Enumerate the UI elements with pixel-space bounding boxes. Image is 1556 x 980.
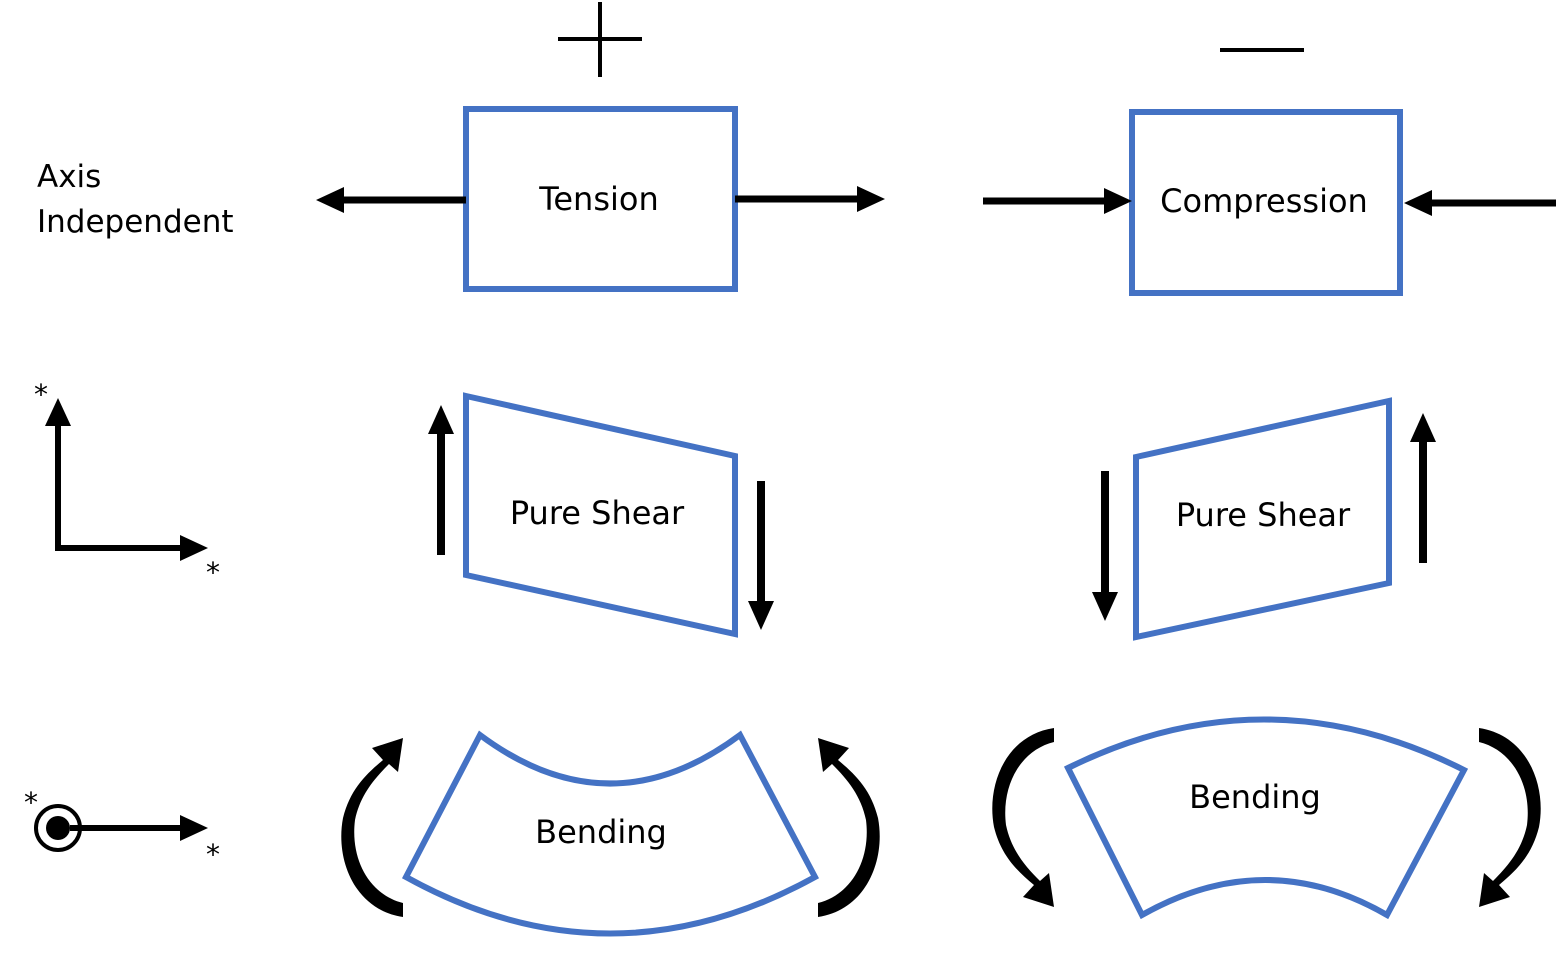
shear-negative-shape: [1133, 397, 1392, 641]
inplane-axes-icon: * *: [34, 378, 220, 589]
shear-positive-shape: [463, 392, 738, 638]
compression-label: Compression: [1160, 182, 1368, 220]
bending-negative-left-moment-arrow: [992, 728, 1054, 907]
tension-right-arrow: [735, 186, 885, 212]
bending-positive-right-moment-arrow: [818, 738, 880, 917]
tension-left-arrow: [316, 187, 466, 213]
shear-positive-label: Pure Shear: [510, 494, 685, 532]
axis-label-line1: Axis: [37, 159, 101, 195]
bending-positive-shape: [401, 730, 820, 937]
tension-label: Tension: [538, 180, 659, 218]
axis-star-right: *: [206, 556, 220, 589]
bending-negative-shape: [1063, 716, 1469, 920]
compression-left-arrow: [983, 188, 1132, 214]
plus-sign: [558, 2, 642, 77]
shear-positive-down-arrow: [748, 481, 774, 630]
outofplane-axes-icon: * *: [24, 786, 220, 871]
axis-star-right-bottom: *: [206, 838, 220, 871]
compression-box: [1129, 109, 1403, 296]
axis-label-line2: Independent: [37, 204, 234, 240]
shear-negative-label: Pure Shear: [1176, 496, 1351, 534]
shear-negative-up-arrow: [1410, 413, 1436, 563]
axis-star-top: *: [34, 378, 48, 411]
shear-positive-up-arrow: [428, 405, 454, 555]
shear-negative-down-arrow: [1092, 471, 1118, 621]
out-of-plane-dot: [46, 816, 70, 840]
bending-negative-right-moment-arrow: [1479, 728, 1541, 907]
axis-star-ring: *: [24, 786, 38, 819]
bending-positive-left-moment-arrow: [341, 738, 403, 917]
bending-negative-label: Bending: [1189, 778, 1321, 816]
bending-positive-label: Bending: [535, 813, 667, 851]
compression-right-arrow: [1404, 190, 1556, 216]
